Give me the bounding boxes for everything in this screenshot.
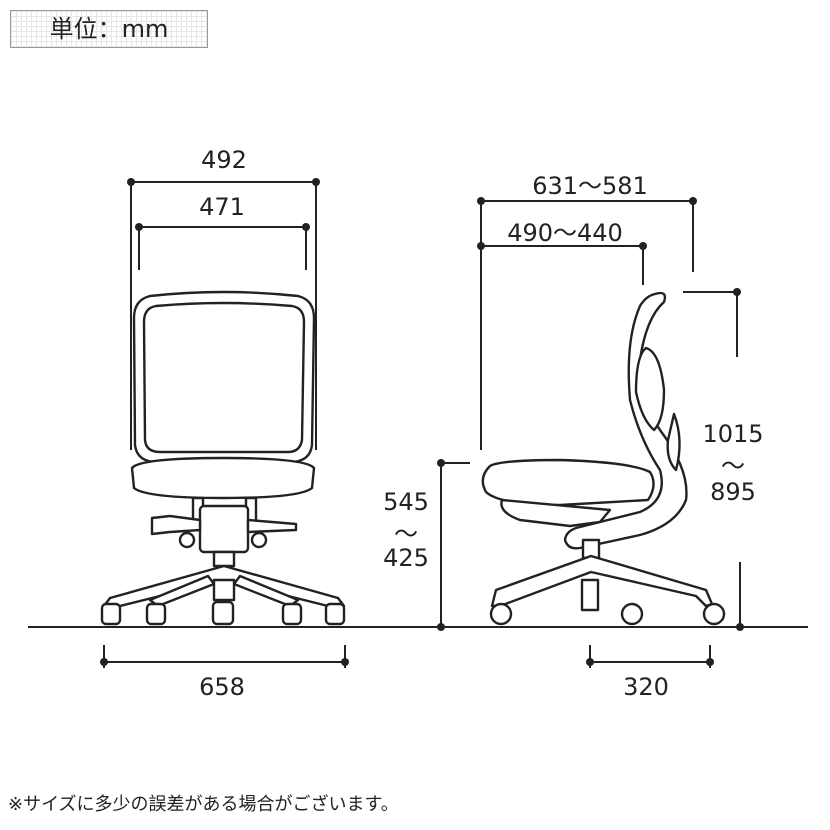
overall-depth-label: 631〜581 bbox=[532, 172, 648, 200]
overall-height-min: 895 bbox=[710, 478, 756, 506]
unit-label: 単位：mm bbox=[10, 10, 208, 48]
seat-height-min: 425 bbox=[383, 544, 429, 572]
overall-height-max: 1015 bbox=[702, 420, 764, 448]
chair-side-view bbox=[481, 291, 726, 626]
caster-spread-label: 320 bbox=[623, 673, 669, 701]
overall-height-sep: 〜 bbox=[721, 452, 745, 480]
seat-height-sep: 〜 bbox=[394, 520, 418, 548]
size-tolerance-note: ※サイズに多少の誤差がある場合がございます。 bbox=[8, 794, 399, 815]
base-width-label: 658 bbox=[199, 673, 245, 701]
side-dimension-lines bbox=[437, 197, 744, 668]
seat-height-max: 545 bbox=[383, 488, 429, 516]
front-dimension-lines bbox=[100, 178, 349, 668]
chair-front-view bbox=[100, 290, 346, 626]
seat-depth-label: 490〜440 bbox=[507, 219, 623, 247]
back-width-label: 471 bbox=[199, 193, 245, 221]
overall-width-label: 492 bbox=[201, 146, 247, 174]
